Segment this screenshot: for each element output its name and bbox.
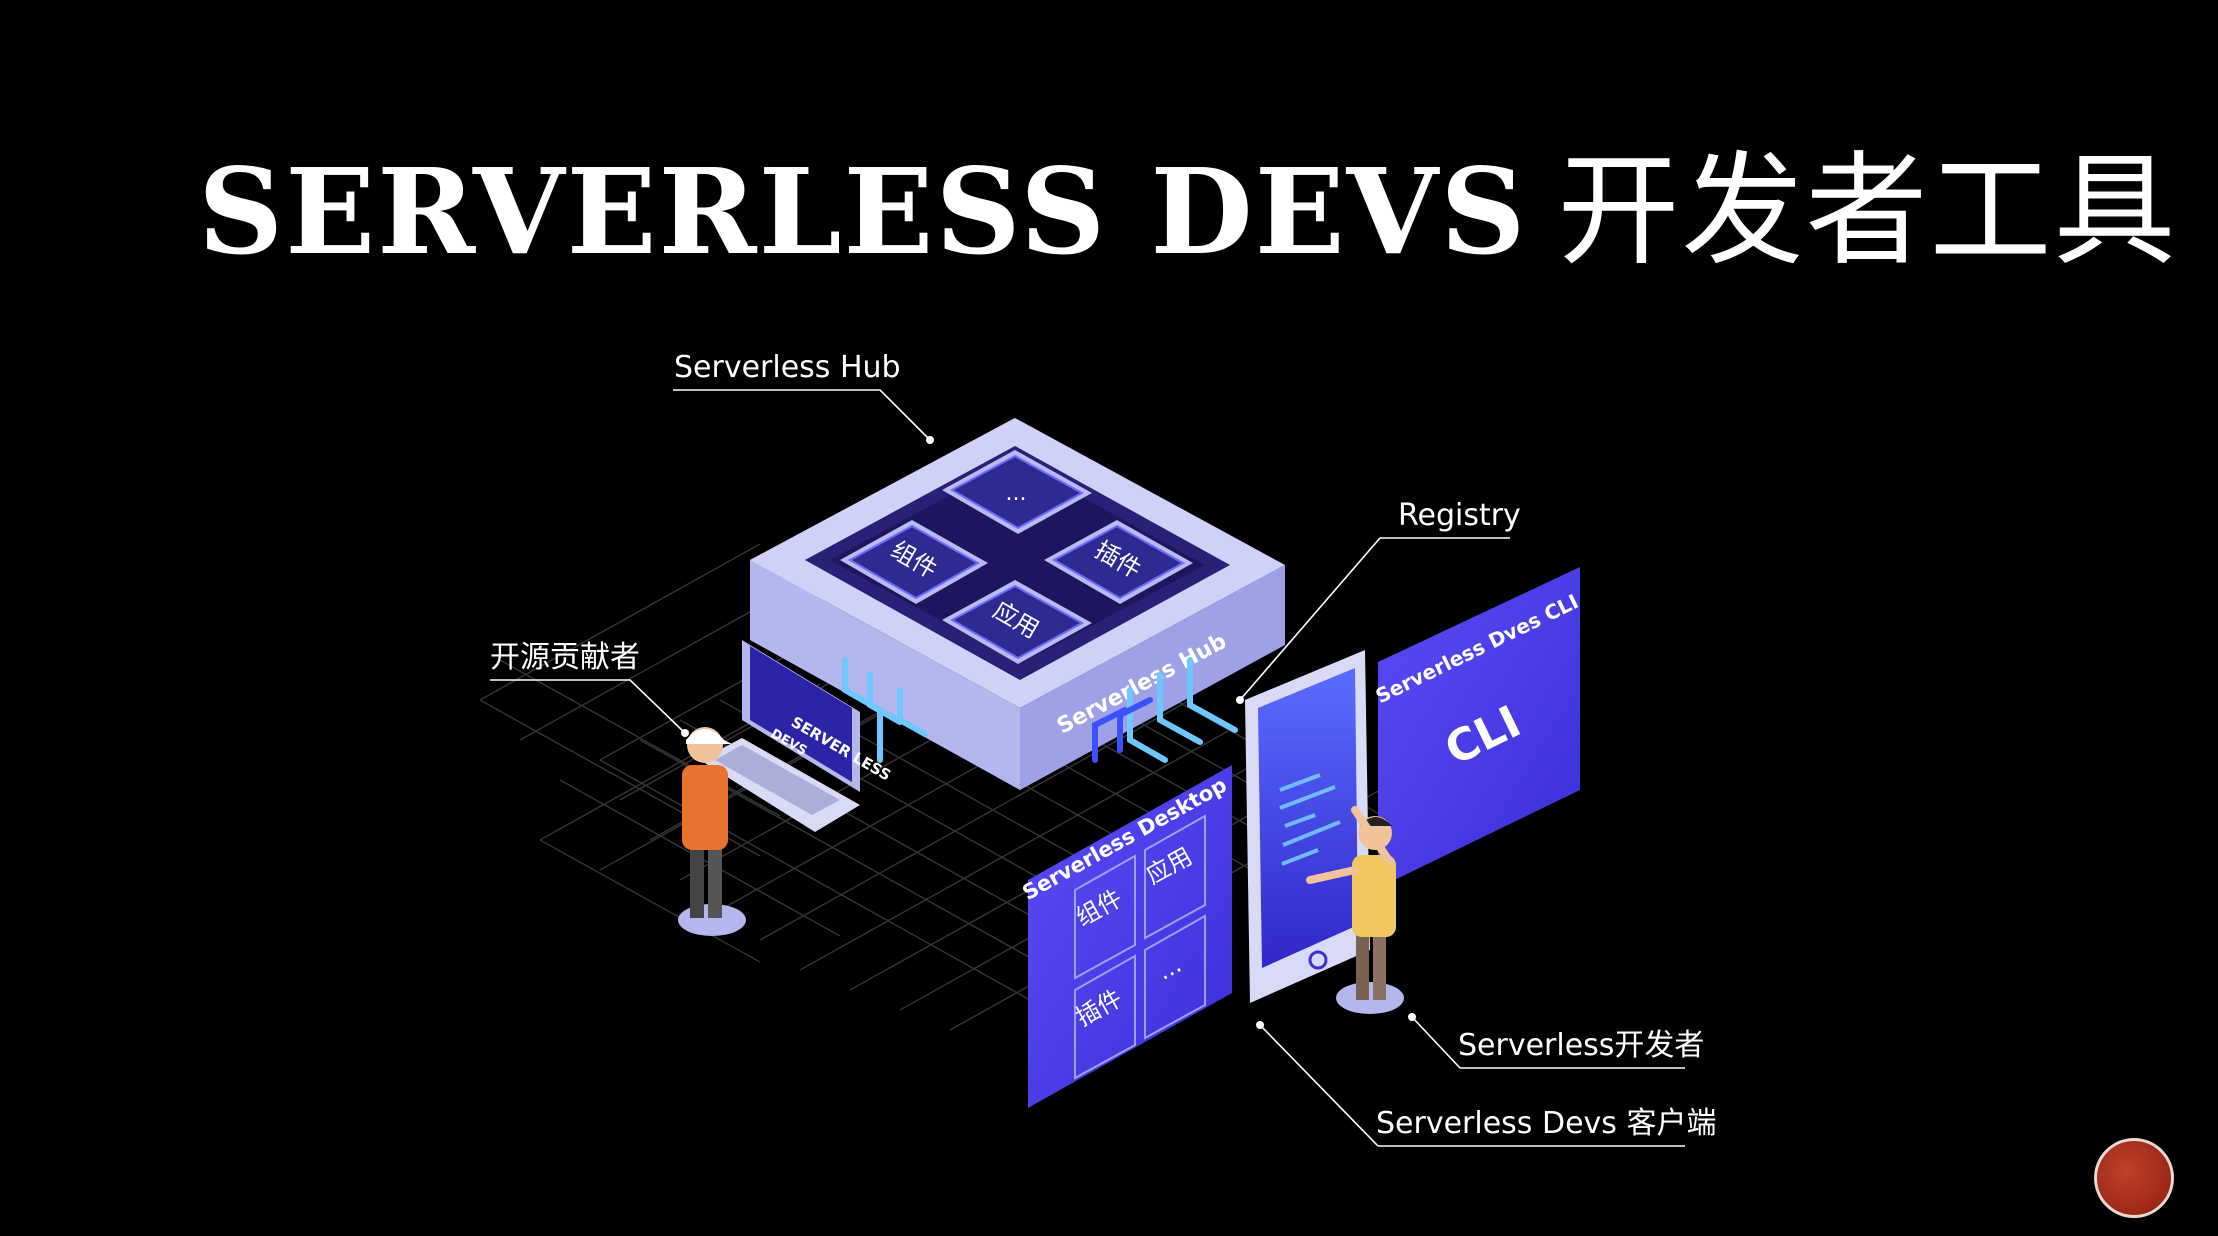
title-english: SERVERLESS DEVS	[198, 142, 1528, 281]
callout-registry: Registry	[1398, 498, 1521, 533]
callout-dots	[681, 436, 1416, 1029]
callout-client: Serverless Devs 客户端	[1376, 1106, 1717, 1141]
callout-contributor: 开源贡献者	[490, 640, 640, 675]
callout-lines	[490, 389, 1685, 1147]
hub-tile-app: 应用	[942, 580, 1092, 664]
hub-right-face	[1020, 565, 1285, 790]
slide-nav-button[interactable]	[2094, 1138, 2174, 1218]
phone	[1245, 650, 1370, 1003]
hub-tile-plugin: 插件	[1044, 520, 1193, 604]
connectors	[842, 657, 1238, 763]
developer-figure	[1306, 806, 1404, 1014]
hub-inner-floor	[830, 460, 1205, 664]
hub-tile-more: ...	[942, 450, 1092, 534]
cli-panel: Serverless Dves CLI CLI	[1372, 567, 1582, 888]
title-chinese: 开发者工具	[1557, 140, 2178, 282]
callout-serverless-hub: Serverless Hub	[674, 350, 901, 385]
hub-left-face	[750, 560, 1020, 790]
desktop-panel: Serverless Desktop 组件 应用 插件 ...	[1018, 765, 1232, 1108]
callout-developer: Serverless开发者	[1458, 1028, 1705, 1063]
contributor-figure	[678, 727, 746, 936]
hub-block: ... 组件 插件 应用 Serverless Hub	[750, 418, 1285, 790]
hub-tile-component: 组件	[840, 520, 988, 604]
hub-tile-more-label: ...	[1006, 481, 1027, 506]
